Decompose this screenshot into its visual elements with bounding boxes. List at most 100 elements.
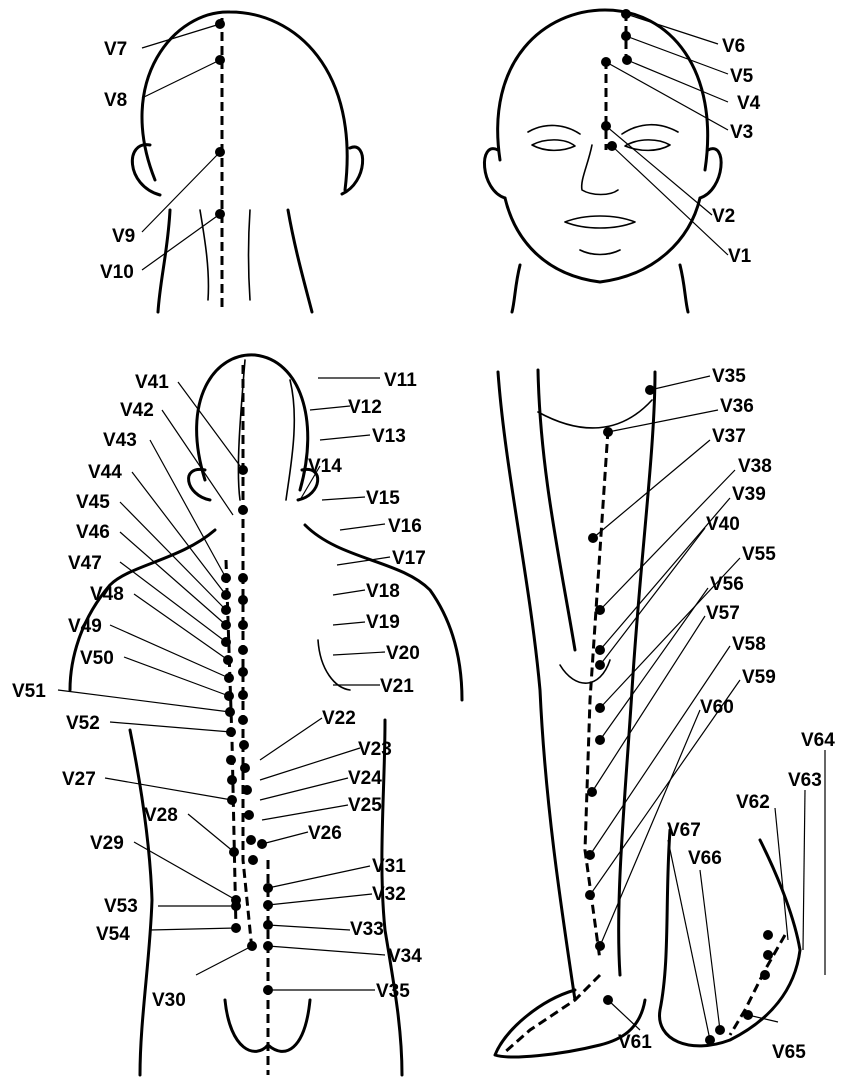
acupoint-v3	[601, 57, 611, 67]
label-v35-back: V35	[376, 981, 410, 1002]
acupoint-v35-leg	[645, 385, 655, 395]
acupoint-v58	[585, 850, 595, 860]
acupoint-v11	[238, 465, 248, 475]
label-v45: V45	[76, 492, 110, 513]
label-v4: V4	[737, 93, 761, 114]
acupoint-v26	[257, 839, 267, 849]
acupoint-v25	[248, 855, 258, 865]
acupoint-v48	[224, 691, 234, 701]
acupoint-v45	[221, 637, 231, 647]
label-v55: V55	[742, 544, 776, 565]
acupoint-v8	[215, 55, 225, 65]
label-v52: V52	[66, 713, 100, 734]
label-v14: V14	[308, 456, 342, 477]
label-v16: V16	[388, 516, 422, 537]
acupoint-v27	[227, 795, 237, 805]
label-v47: V47	[68, 553, 102, 574]
label-v40: V40	[706, 514, 740, 535]
label-v51: V51	[12, 681, 46, 702]
label-v62: V62	[736, 792, 770, 813]
label-v13: V13	[372, 426, 406, 447]
label-v6: V6	[722, 36, 745, 57]
label-v5: V5	[730, 66, 754, 87]
acupoint-v35-back	[263, 985, 273, 995]
label-v54: V54	[96, 924, 130, 945]
label-v7: V7	[104, 39, 127, 60]
acupoint-v63	[763, 950, 773, 960]
label-v64: V64	[801, 730, 835, 751]
label-v59: V59	[742, 667, 776, 688]
label-v57: V57	[706, 603, 740, 624]
acupoint-v41	[221, 573, 231, 583]
label-v10: V10	[100, 262, 134, 283]
label-v25: V25	[348, 795, 382, 816]
acupoint-v57	[587, 787, 597, 797]
acupoint-v30	[247, 941, 257, 951]
acupoint-v64	[760, 970, 770, 980]
acupoint-v50	[226, 727, 236, 737]
label-v38: V38	[738, 456, 772, 477]
acupoint-v15	[238, 620, 248, 630]
label-v20: V20	[386, 643, 420, 664]
acupoint-v31	[263, 883, 273, 893]
face-figure	[484, 10, 721, 312]
label-v26: V26	[308, 823, 342, 844]
acupoint-v37	[588, 533, 598, 543]
acupoint-v65	[743, 1010, 753, 1020]
acupoint-v62	[763, 930, 773, 940]
acupoint-v53	[231, 901, 241, 911]
acupoint-v6	[621, 9, 631, 19]
acupoint-v19	[238, 715, 248, 725]
acupoint-v46	[223, 655, 233, 665]
label-v56: V56	[710, 574, 744, 595]
label-v60: V60	[700, 697, 734, 718]
label-v53: V53	[104, 896, 138, 917]
label-v48: V48	[90, 584, 124, 605]
label-v24: V24	[348, 768, 382, 789]
acupoint-v4	[622, 55, 632, 65]
label-v9: V9	[112, 226, 135, 247]
label-v67: V67	[667, 820, 701, 841]
acupoint-v54	[231, 923, 241, 933]
acupoint-v20	[239, 740, 249, 750]
acupoint-v16	[238, 645, 248, 655]
acupoint-v24	[246, 835, 256, 845]
label-v3: V3	[730, 122, 753, 143]
acupoint-v17	[238, 667, 248, 677]
label-v41: V41	[135, 372, 169, 393]
acupoint-v23	[244, 810, 254, 820]
label-v39: V39	[732, 484, 766, 505]
label-v33: V33	[350, 919, 384, 940]
acupoint-v67	[705, 1035, 715, 1045]
acupoint-v7	[215, 19, 225, 29]
label-v2: V2	[712, 206, 735, 227]
label-v46: V46	[76, 522, 110, 543]
acupoint-v2	[601, 121, 611, 131]
acupoint-v33	[263, 920, 273, 930]
label-v44: V44	[88, 462, 122, 483]
label-v42: V42	[120, 400, 154, 421]
acupoint-v21	[240, 763, 250, 773]
label-v32: V32	[372, 884, 406, 905]
acupoint-v18	[238, 690, 248, 700]
label-v18: V18	[366, 581, 400, 602]
label-v35-leg: V35	[712, 366, 746, 387]
label-v31: V31	[372, 856, 406, 877]
label-v61: V61	[618, 1032, 652, 1053]
label-v63: V63	[788, 770, 822, 791]
label-v28: V28	[144, 805, 178, 826]
label-v15: V15	[366, 488, 400, 509]
label-v36: V36	[720, 396, 754, 417]
acupoint-v61	[603, 995, 613, 1005]
label-v37: V37	[712, 426, 746, 447]
acupoint-v1	[607, 141, 617, 151]
label-v30: V30	[152, 990, 186, 1011]
acupoint-v60	[595, 941, 605, 951]
label-v1: V1	[728, 246, 752, 267]
acupoint-v12	[238, 505, 248, 515]
back-torso-points	[221, 465, 273, 995]
label-v23: V23	[358, 739, 392, 760]
label-v17: V17	[392, 548, 426, 569]
acupoint-v34	[263, 941, 273, 951]
